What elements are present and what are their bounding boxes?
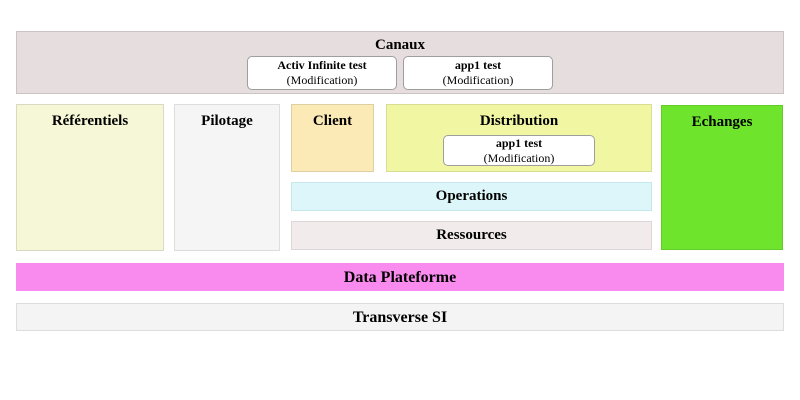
zone-ressources-title: Ressources <box>436 227 507 243</box>
zone-echanges: Echanges <box>661 105 783 250</box>
zone-data-plateforme-title: Data Plateforme <box>343 268 457 286</box>
app-chip-app1-test-canaux[interactable]: app1 test (Modification) <box>403 56 553 90</box>
zone-data-plateforme: Data Plateforme <box>16 263 784 291</box>
zone-distribution-title: Distribution <box>479 113 559 129</box>
zone-ressources: Ressources <box>291 221 652 250</box>
canaux-chip-row: Activ Infinite test (Modification) app1 … <box>17 56 783 90</box>
app-chip-name: app1 test <box>495 135 543 150</box>
app-chip-status: (Modification) <box>442 73 514 87</box>
zone-client-title: Client <box>312 113 353 129</box>
zone-canaux: Canaux Activ Infinite test (Modification… <box>16 31 784 94</box>
app-chip-status: (Modification) <box>483 150 555 165</box>
zone-referentiels: Référentiels <box>16 104 164 251</box>
zone-operations: Operations <box>291 182 652 211</box>
zone-transverse-si: Transverse SI <box>16 303 784 331</box>
app-chip-name: app1 test <box>454 58 502 72</box>
app-chip-app1-test-distribution[interactable]: app1 test (Modification) <box>443 135 595 166</box>
app-chip-status: (Modification) <box>286 73 358 87</box>
zone-client: Client <box>291 104 374 172</box>
zone-pilotage-title: Pilotage <box>201 113 253 129</box>
zone-canaux-title: Canaux <box>374 37 426 53</box>
zone-pilotage: Pilotage <box>174 104 280 251</box>
zone-echanges-title: Echanges <box>691 114 753 130</box>
zone-referentiels-title: Référentiels <box>51 113 129 129</box>
zone-operations-title: Operations <box>435 188 508 204</box>
zone-distribution: Distribution app1 test (Modification) <box>386 104 652 172</box>
zone-transverse-si-title: Transverse SI <box>352 308 448 326</box>
app-chip-activ-infinite-test[interactable]: Activ Infinite test (Modification) <box>247 56 397 90</box>
app-chip-name: Activ Infinite test <box>277 58 367 72</box>
